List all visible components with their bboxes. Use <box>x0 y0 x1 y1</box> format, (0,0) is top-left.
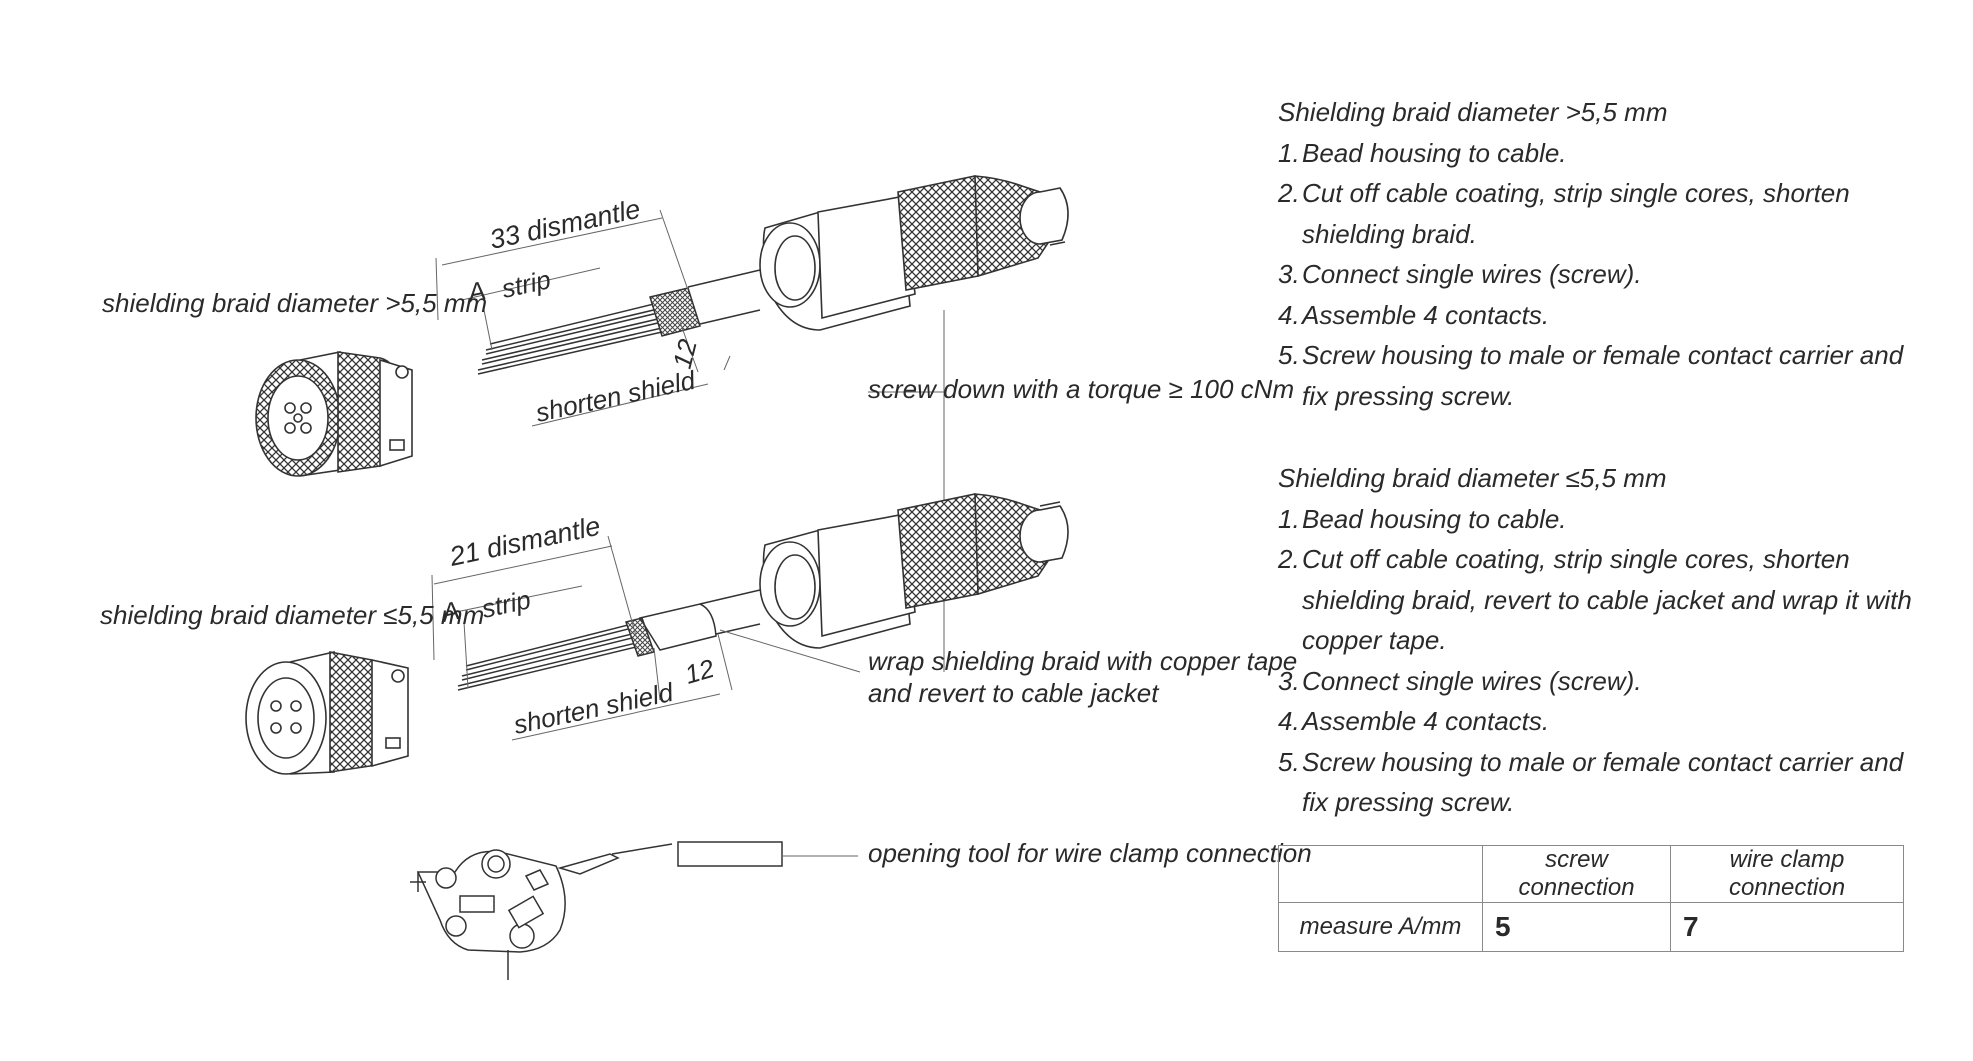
step-item: 4.Assemble 4 contacts. <box>1278 299 1550 330</box>
strip-label-upper: strip <box>499 264 553 304</box>
table-row-label: measure A/mm <box>1278 902 1483 952</box>
steps-small-braid: 1.Bead housing to cable. 2.Cut off cable… <box>1278 499 1918 823</box>
section-title-small-braid: Shielding braid diameter ≤5,5 mm <box>1278 463 1667 493</box>
dim-12-label-upper: 12 <box>667 336 703 372</box>
connector-male-lower <box>245 650 409 775</box>
torque-label: screw down with a torque ≥ 100 cNm <box>868 374 1294 404</box>
step-item: 2.Cut off cable coating, strip single co… <box>1278 178 1850 249</box>
table-header-row: screw connection wire clamp connection <box>1278 845 1904 903</box>
dismantle-label-upper: 33 dismantle <box>487 194 643 255</box>
measure-table: screw connection wire clamp connection m… <box>1278 845 1904 952</box>
shorten-shield-label-upper: shorten shield <box>533 365 699 428</box>
step-item: 2.Cut off cable coating, strip single co… <box>1278 544 1912 655</box>
step-item: 1.Bead housing to cable. <box>1278 503 1567 534</box>
cable-upper <box>477 197 1066 375</box>
housing-lower <box>759 493 1069 649</box>
section-title-large-braid: Shielding braid diameter >5,5 mm <box>1278 97 1668 127</box>
wrap-label-line1: wrap shielding braid with copper tape <box>868 646 1297 676</box>
housing-upper <box>759 175 1069 331</box>
braid-small-label: shielding braid diameter ≤5,5 mm <box>100 600 484 630</box>
step-item: 3.Connect single wires (screw). <box>1278 259 1642 289</box>
steps-large-braid: 1.Bead housing to cable. 2.Cut off cable… <box>1278 133 1918 417</box>
braid-large-label: shielding braid diameter >5,5 mm <box>102 288 487 318</box>
table-header-blank <box>1278 845 1483 903</box>
wrap-label-line2: and revert to cable jacket <box>868 678 1160 708</box>
table-header-clamp: wire clamp connection <box>1670 845 1904 903</box>
step-item: 3.Connect single wires (screw). <box>1278 665 1642 696</box>
dimension-lines-upper <box>435 209 945 672</box>
opening-tool-detail <box>410 841 858 980</box>
table-header-screw: screw connection <box>1482 845 1671 903</box>
step-item: 5.Screw housing to male or female contac… <box>1278 746 1904 818</box>
clamp-measure-value: 7 <box>1670 902 1904 952</box>
shorten-shield-label-lower: shorten shield <box>511 677 677 740</box>
dim-12-label-lower: 12 <box>681 653 718 690</box>
table-row: measure A/mm 5 7 <box>1278 902 1904 952</box>
opening-tool-label: opening tool for wire clamp connection <box>868 838 1312 868</box>
screw-measure-value: 5 <box>1482 902 1671 952</box>
cable-lower <box>457 501 1061 691</box>
strip-label-lower: strip <box>479 584 533 624</box>
step-item: 5.Screw housing to male or female contac… <box>1278 340 1904 411</box>
assembly-instructions: Shielding braid diameter >5,5 mm 1.Bead … <box>1278 92 1918 823</box>
step-item: 1.Bead housing to cable. <box>1278 137 1567 168</box>
connector-female-upper <box>255 351 413 477</box>
dimension-lines-lower <box>431 535 861 741</box>
step-item: 4.Assemble 4 contacts. <box>1278 706 1550 736</box>
dismantle-label-lower: 21 dismantle <box>446 511 603 572</box>
